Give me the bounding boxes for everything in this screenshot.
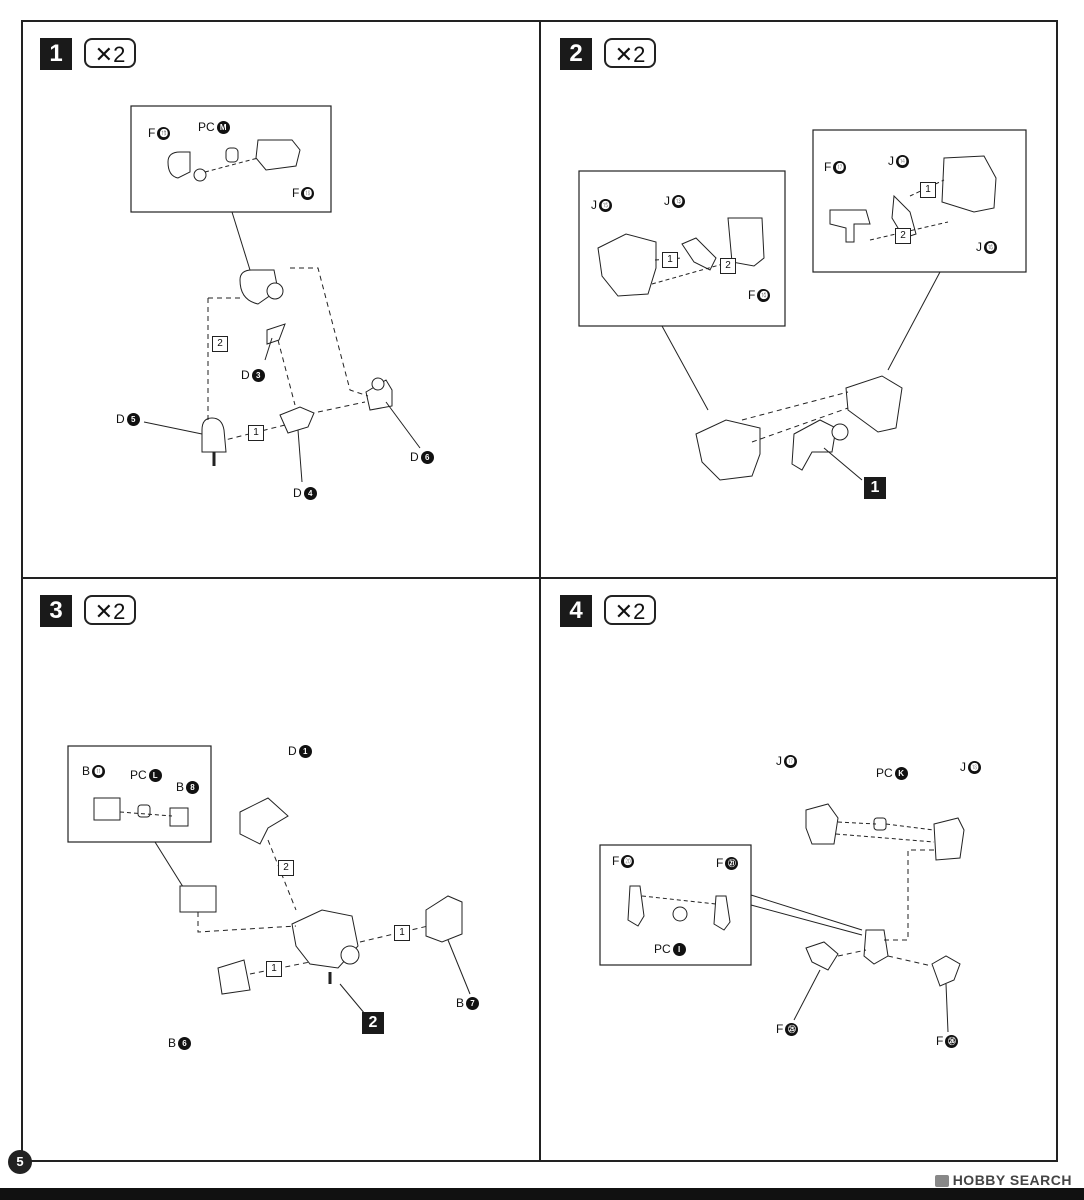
order-box: 1 — [248, 425, 264, 441]
order-box: 1 — [266, 961, 282, 977]
order-box: 1 — [920, 182, 936, 198]
step-multiplier: ✕2 — [604, 38, 656, 68]
step-reference: 1 — [864, 477, 886, 499]
watermark-text: HOBBY SEARCH — [952, 1172, 1072, 1188]
step-multiplier: ✕2 — [84, 595, 136, 625]
step-number: 2 — [560, 38, 592, 70]
order-box: 2 — [720, 258, 736, 274]
step-number: 4 — [560, 595, 592, 627]
step-reference: 2 — [362, 1012, 384, 1034]
order-box: 2 — [278, 860, 294, 876]
step-number: 3 — [40, 595, 72, 627]
order-box: 2 — [212, 336, 228, 352]
watermark: HOBBY SEARCH — [934, 1172, 1072, 1188]
order-box: 1 — [662, 252, 678, 268]
step-number: 1 — [40, 38, 72, 70]
step-multiplier: ✕2 — [84, 38, 136, 68]
vertical-divider — [539, 20, 541, 1162]
order-box: 2 — [895, 228, 911, 244]
camera-icon — [934, 1175, 949, 1188]
step-multiplier: ✕2 — [604, 595, 656, 625]
bottom-bar — [0, 1188, 1084, 1200]
order-box: 1 — [394, 925, 410, 941]
page-number: 5 — [8, 1150, 32, 1174]
horizontal-divider — [21, 577, 1058, 579]
